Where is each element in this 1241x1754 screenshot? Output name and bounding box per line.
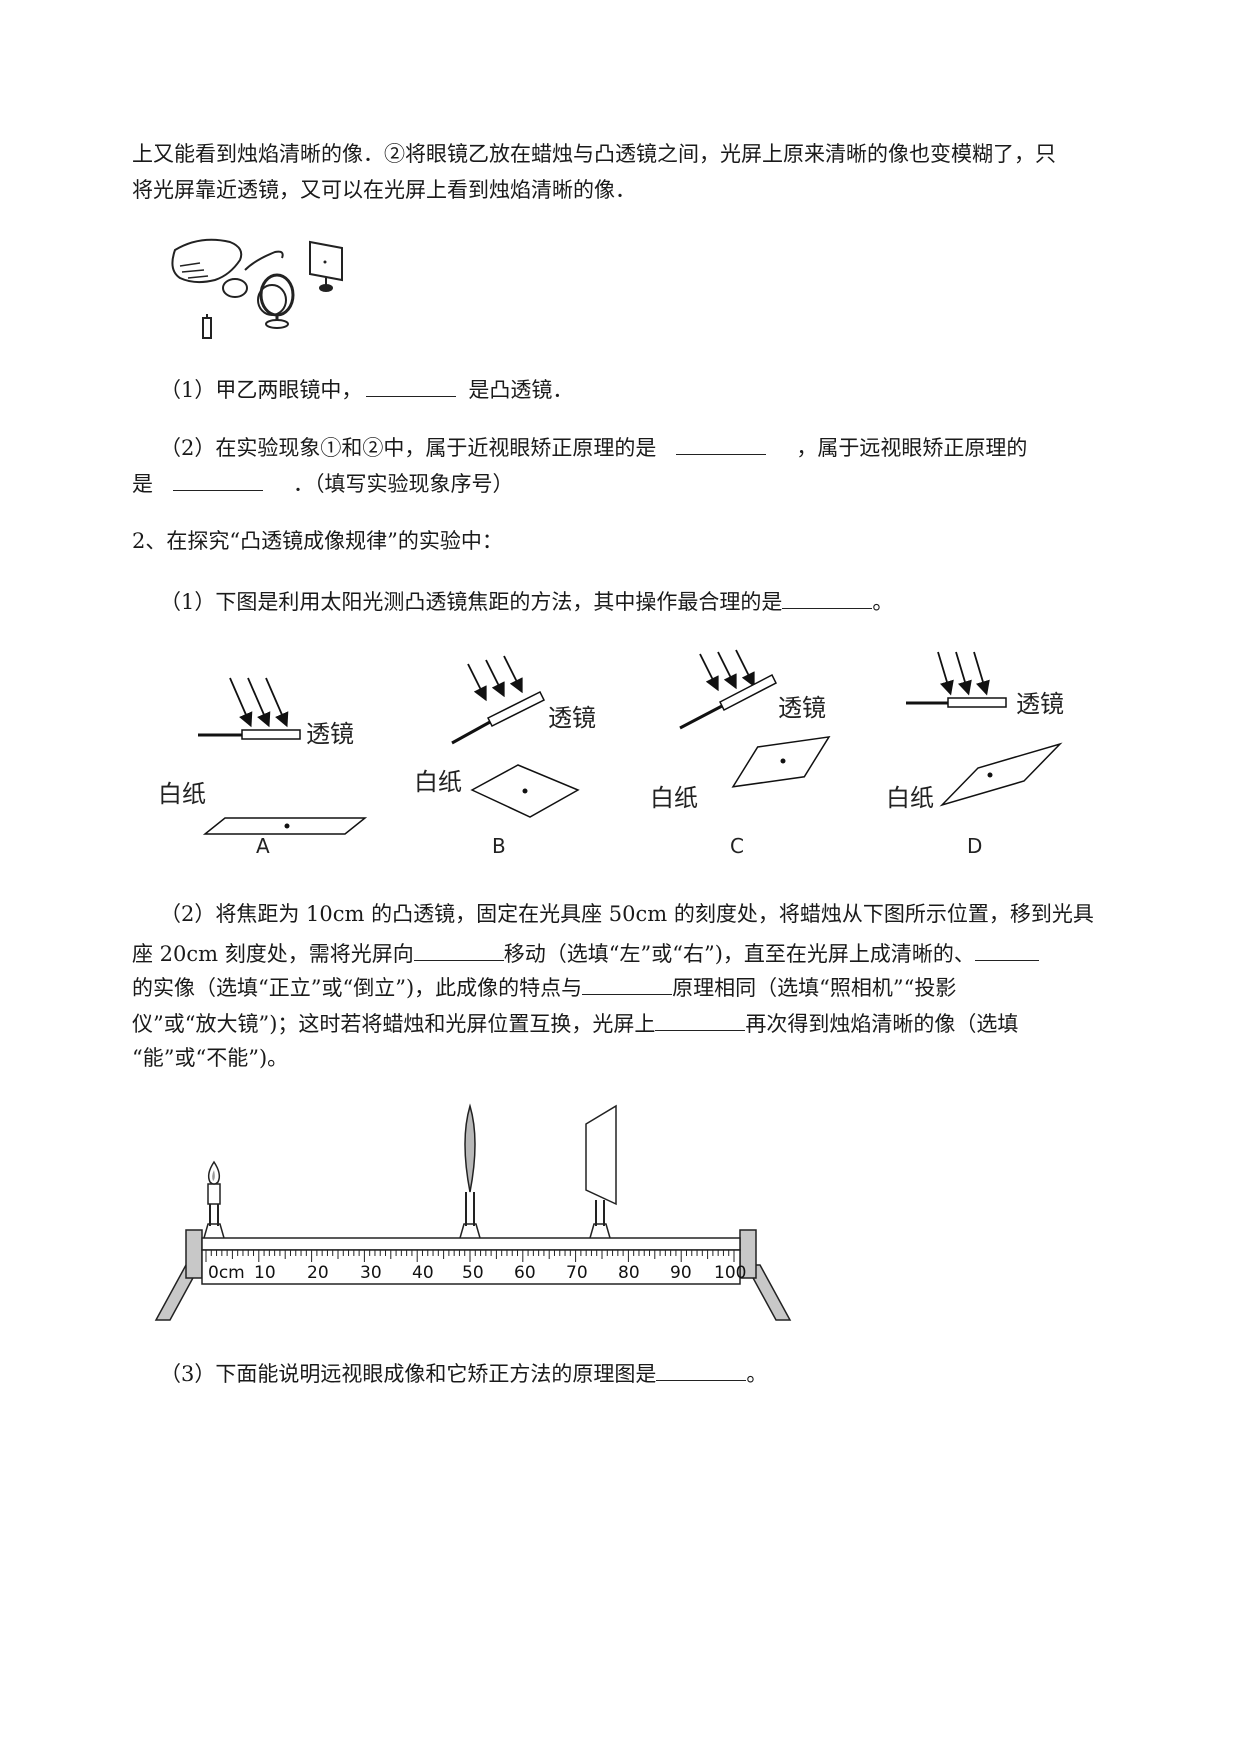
tick-label: 90 — [670, 1263, 692, 1283]
text-line: 上又能看到烛焰清晰的像．②将眼镜乙放在蜡烛与凸透镜之间，光屏上原来清晰的像也变模… — [132, 142, 1056, 166]
answer-blank[interactable] — [656, 1358, 747, 1381]
question-2-2-line2: 座 20cm 刻度处，需将光屏向移动（选填“左”或“右”)，直至在光屏上成清晰的… — [132, 938, 1039, 968]
focal-length-figure: 透镜 透镜 透镜 透镜 白纸 白纸 白纸 白纸 A B C D — [158, 649, 1064, 858]
question-2-1: （1）下图是利用太阳光测凸透镜焦距的方法，其中操作最合理的是。 — [160, 586, 893, 616]
question-2-3: （3）下面能说明远视眼成像和它矫正方法的原理图是。 — [160, 1358, 767, 1388]
lens-label: 透镜 — [306, 720, 354, 748]
tick-label: 80 — [618, 1263, 640, 1283]
paper-label: 白纸 — [414, 768, 462, 796]
answer-blank[interactable] — [676, 432, 767, 455]
question-2-2-line5: “能”或“不能”)。 — [132, 1046, 289, 1070]
question-1-2: （2）在实验现象①和②中，属于近视眼矫正原理的是，属于远视眼矫正原理的 — [160, 432, 1027, 462]
paper-label: 白纸 — [650, 784, 698, 812]
paper-label: 白纸 — [158, 780, 206, 808]
question-2-heading: 2、在探究“凸透镜成像规律”的实验中： — [132, 529, 503, 553]
tick-label: 10 — [254, 1263, 276, 1283]
option-b-diagram — [451, 655, 580, 818]
answer-blank[interactable] — [173, 468, 263, 491]
question-1-1: （1）甲乙两眼镜中，是凸透镜． — [160, 374, 573, 404]
answer-blank[interactable] — [782, 586, 873, 609]
option-label: D — [967, 834, 982, 858]
option-c-diagram — [679, 649, 831, 788]
candle — [203, 1160, 225, 1239]
optical-bench-figure: 0cm 10 20 30 40 50 60 70 80 90 100 — [154, 1103, 792, 1321]
tick-label: 100 — [714, 1263, 746, 1283]
option-label: B — [492, 834, 506, 858]
answer-blank[interactable] — [582, 972, 673, 995]
lens-label: 透镜 — [1016, 690, 1064, 718]
lens-label: 透镜 — [548, 704, 596, 732]
glasses-experiment-figure — [171, 238, 343, 339]
light-screen — [585, 1104, 617, 1239]
tick-label: 60 — [514, 1263, 536, 1283]
paper-label: 白纸 — [886, 784, 934, 812]
tick-label: 70 — [566, 1263, 588, 1283]
question-1-2-cont: 是．（填写实验现象序号） — [132, 468, 514, 498]
option-a-diagram — [198, 677, 368, 835]
answer-blank[interactable] — [413, 938, 504, 961]
text-line: 将光屏靠近透镜，又可以在光屏上看到烛焰清晰的像． — [132, 178, 636, 202]
lens-label: 透镜 — [778, 694, 826, 722]
tick-label: 30 — [360, 1263, 382, 1283]
answer-blank[interactable] — [366, 374, 457, 397]
answer-blank[interactable] — [974, 938, 1039, 961]
option-d-diagram — [906, 651, 1063, 807]
ruler-ticks — [205, 1250, 735, 1262]
answer-blank[interactable] — [655, 1008, 746, 1031]
tick-label: 50 — [462, 1263, 484, 1283]
question-2-2: （2）将焦距为 10cm 的凸透镜，固定在光具座 50cm 的刻度处，将蜡烛从下… — [160, 902, 1094, 926]
tick-label: 40 — [412, 1263, 434, 1283]
question-2-2-line3: 的实像（选填“正立”或“倒立”)，此成像的特点与原理相同（选填“照相机”“投影 — [132, 972, 956, 1002]
option-label: C — [730, 834, 744, 858]
question-2-2-line4: 仪”或“放大镜”)；这时若将蜡烛和光屏位置互换，光屏上再次得到烛焰清晰的像（选填 — [132, 1008, 1018, 1038]
convex-lens — [459, 1103, 481, 1239]
tick-label: 20 — [307, 1263, 329, 1283]
tick-label: 0cm — [208, 1263, 245, 1283]
option-label: A — [256, 834, 270, 858]
